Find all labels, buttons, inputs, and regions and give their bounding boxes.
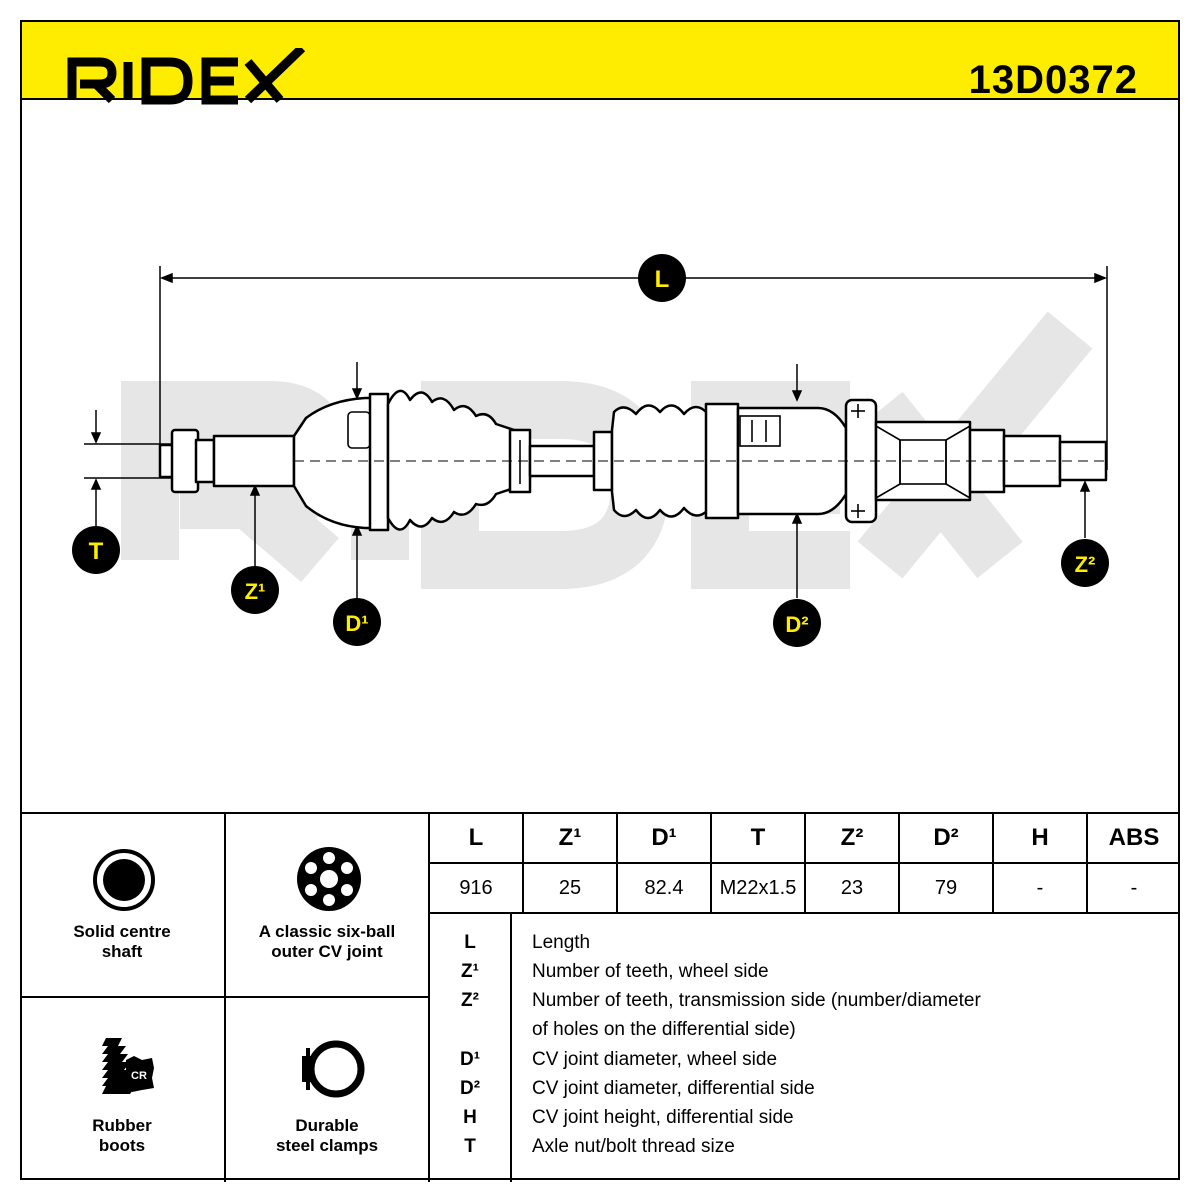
- svg-text:T: T: [89, 538, 104, 565]
- legend-keys-column: [430, 914, 512, 1182]
- feature-label: A classic six-ball outer CV joint: [258, 922, 396, 961]
- spec-header-cell: Z¹: [524, 814, 618, 862]
- legend-key: D¹: [459, 1049, 481, 1070]
- legend-desc: Length: [532, 932, 591, 953]
- svg-text:L: L: [655, 266, 670, 293]
- rubber-boot-icon: CR: [102, 1038, 154, 1094]
- legend-key: Z²: [461, 990, 479, 1011]
- marker-z1: Z¹: [231, 566, 279, 614]
- ridex-logo: [67, 48, 306, 105]
- spec-header-row: L Z¹ D¹ T Z² D² H ABS: [430, 814, 1180, 864]
- spec-value-cell: 916: [430, 864, 524, 912]
- divider: [428, 814, 430, 1182]
- feature-label: Durable steel clamps: [275, 1116, 379, 1155]
- legend-desc: CV joint diameter, wheel side: [532, 1049, 778, 1070]
- length-dimension: [159, 266, 1108, 470]
- svg-text:D¹: D¹: [345, 611, 368, 636]
- spec-value-cell: -: [994, 864, 1088, 912]
- spec-value-cell: 82.4: [618, 864, 712, 912]
- marker-d1: D¹: [333, 598, 381, 646]
- legend-desc: Axle nut/bolt thread size: [532, 1136, 735, 1157]
- six-ball-joint-icon: [297, 847, 361, 911]
- spec-value-cell: 79: [900, 864, 994, 912]
- spec-header-cell: H: [994, 814, 1088, 862]
- legend: L Length Z¹ Number of teeth, wheel side …: [430, 914, 1180, 1182]
- legend-key: L: [464, 932, 476, 953]
- feature-label: Rubber boots: [92, 1116, 152, 1155]
- svg-text:Z¹: Z¹: [245, 579, 266, 604]
- spec-area: Solid centre shaft A classic six-ball ou…: [20, 812, 1180, 1182]
- legend-desc: CV joint diameter, differential side: [532, 1078, 815, 1099]
- legend-key: T: [464, 1136, 476, 1157]
- spec-value-cell: 23: [806, 864, 900, 912]
- spec-header-cell: D²: [900, 814, 994, 862]
- legend-desc: of holes on the differential side): [532, 1019, 796, 1040]
- steel-clamp-icon: [302, 1040, 365, 1098]
- spec-value-cell: M22x1.5: [712, 864, 806, 912]
- header-bar: 13D0372: [20, 20, 1180, 105]
- svg-text:D²: D²: [785, 612, 808, 637]
- feature-steel-clamps: Durable steel clamps: [226, 998, 430, 1182]
- legend-desc: Number of teeth, transmission side (numb…: [532, 990, 981, 1011]
- spec-header-cell: D¹: [618, 814, 712, 862]
- spec-header-cell: T: [712, 814, 806, 862]
- marker-d2: D²: [773, 599, 821, 647]
- solid-shaft-icon: [93, 849, 155, 911]
- marker-z2: Z²: [1061, 539, 1109, 587]
- spec-value-cell: -: [1130, 876, 1138, 899]
- feature-label: Solid centre shaft: [73, 922, 171, 961]
- spec-header-cell: Z²: [806, 814, 900, 862]
- legend-desc: CV joint height, differential side: [532, 1107, 794, 1128]
- internal-details: [294, 404, 1106, 518]
- legend-key: H: [463, 1107, 477, 1128]
- part-number: 13D0372: [968, 58, 1138, 102]
- feature-six-ball-joint: A classic six-ball outer CV joint: [226, 814, 430, 998]
- spec-value-row: 916 25 82.4 M22x1.5 23 79 - -: [430, 864, 1180, 914]
- leader-lines: [249, 362, 1091, 600]
- spec-header-cell: L: [430, 814, 524, 862]
- svg-text:CR: CR: [131, 1070, 147, 1082]
- legend-desc: Number of teeth, wheel side: [532, 961, 769, 982]
- marker-t: T: [72, 526, 120, 574]
- spec-value-cell: 25: [524, 864, 618, 912]
- feature-rubber-boots: CR Rubber boots: [20, 998, 226, 1182]
- legend-key: D²: [459, 1078, 481, 1099]
- driveshaft-diagram: L T Z¹ D¹ D² Z²: [72, 254, 1109, 647]
- spec-table: L Z¹ D¹ T Z² D² H ABS 916 25 82.4 M22x1.…: [430, 814, 1180, 914]
- spec-header-cell: ABS: [1108, 824, 1160, 851]
- marker-l: L: [638, 254, 686, 302]
- feature-solid-shaft: Solid centre shaft: [20, 814, 226, 998]
- legend-key: Z¹: [461, 961, 479, 982]
- svg-text:Z²: Z²: [1075, 552, 1096, 577]
